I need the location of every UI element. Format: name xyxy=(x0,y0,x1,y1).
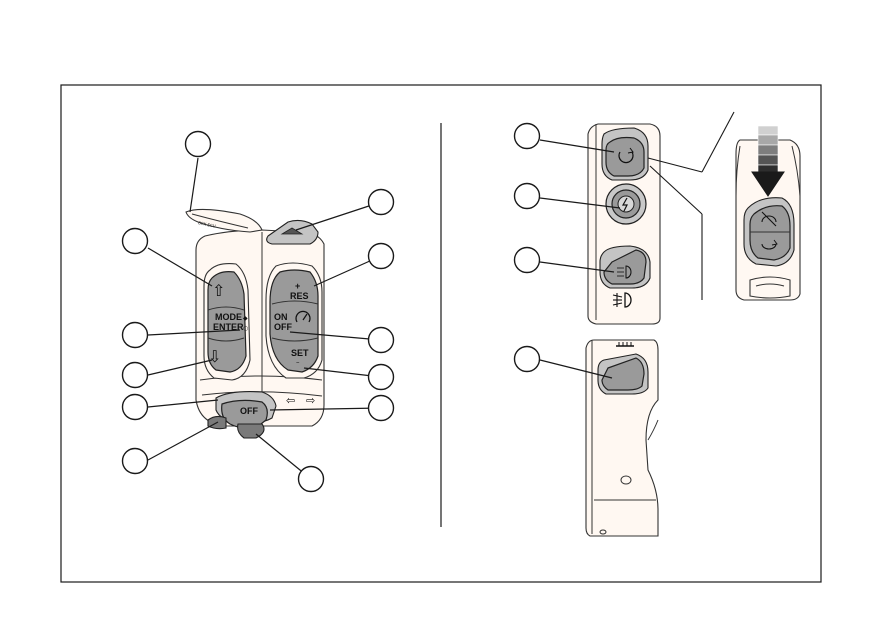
gradient-stripe xyxy=(758,126,778,135)
detail-connector-lines xyxy=(648,112,734,300)
gradient-stripe xyxy=(758,145,778,155)
callout-circle xyxy=(299,467,324,492)
enter-dot: ○ xyxy=(243,325,248,332)
gradient-stripe xyxy=(758,135,778,145)
start-button xyxy=(606,138,644,177)
turn-left-arrow: ⇦ xyxy=(286,394,295,407)
callout-circle xyxy=(123,395,148,420)
callout-circle xyxy=(123,449,148,474)
off-label: OFF xyxy=(274,322,292,332)
callout-circle xyxy=(186,132,211,157)
callout-circle xyxy=(123,229,148,254)
detail-rocker xyxy=(750,206,790,260)
turn-signal-lever xyxy=(238,424,264,438)
callout-circle xyxy=(515,347,540,372)
on-label: ON xyxy=(274,312,288,322)
callout-circle xyxy=(515,184,540,209)
set-minus: – xyxy=(296,358,300,366)
mode-label: MODE xyxy=(215,312,242,322)
callout-circle xyxy=(369,365,394,390)
callout-circle xyxy=(369,396,394,421)
res-label: RES xyxy=(290,291,309,301)
callout-circle xyxy=(369,244,394,269)
off-switch-label: OFF xyxy=(240,406,258,416)
right-lower-switch xyxy=(586,340,658,536)
left-switch-assembly: BCK ECU ⇧ MODE ◆ ENTER ○ ⇩ + RES ON OFF … xyxy=(186,209,324,438)
right-callouts xyxy=(515,124,540,372)
callout-circle xyxy=(123,363,148,388)
callout-circle xyxy=(369,328,394,353)
mode-down-arrow: ⇩ xyxy=(208,347,221,366)
callout-circle xyxy=(515,248,540,273)
mode-up-arrow: ⇧ xyxy=(212,281,225,300)
detail-bottom-cap xyxy=(750,277,790,298)
mode-diamond: ◆ xyxy=(243,315,248,322)
callout-circle xyxy=(123,323,148,348)
set-label: SET xyxy=(291,348,309,358)
top-lever xyxy=(186,209,262,232)
detail-switch xyxy=(736,126,800,300)
callout-circle xyxy=(515,124,540,149)
right-upper-switch xyxy=(588,124,660,324)
turn-right-arrow: ⇨ xyxy=(306,394,315,407)
callout-circle xyxy=(369,190,394,215)
gradient-stripes xyxy=(758,126,778,173)
gradient-stripe xyxy=(758,155,778,165)
res-plus-label: + xyxy=(295,281,300,291)
